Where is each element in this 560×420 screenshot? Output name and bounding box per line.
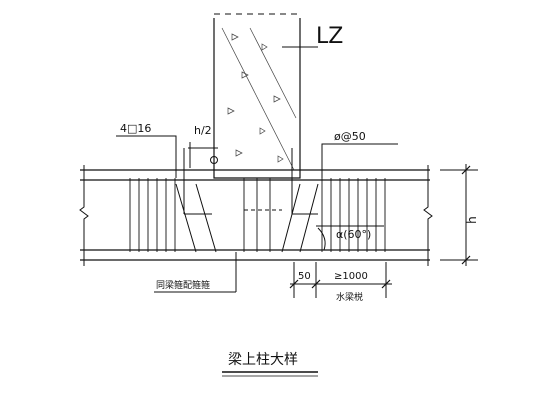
bottom-dimensions: 50 ≥1000 水梁棁 xyxy=(289,262,392,303)
angle-label: α(60°) xyxy=(336,228,371,241)
half-h-label: h/2 xyxy=(194,124,212,137)
left-break-line xyxy=(79,165,89,266)
column-concrete-hatch xyxy=(221,27,297,171)
drawing-title-block: 梁上柱大样 xyxy=(222,352,318,377)
beam-stirrups xyxy=(129,178,386,252)
dim-1000-label: ≥1000 xyxy=(334,271,368,282)
beam-height-dimension: h xyxy=(440,164,479,266)
top-rebar-label: 4□16 xyxy=(120,122,151,135)
beam-note-callout: 同梁箍配箍箍 xyxy=(154,252,237,293)
half-height-dimension: h/2 xyxy=(188,124,218,168)
dim-50-label: 50 xyxy=(298,271,311,282)
right-break-line xyxy=(423,165,433,266)
beam-height-label: h xyxy=(465,216,479,224)
column-label: LZ xyxy=(316,24,343,49)
drawing-title: 梁上柱大样 xyxy=(228,352,298,368)
stirrup-callout: ø@50 xyxy=(321,130,398,178)
beam xyxy=(79,165,433,266)
column-bars-in-beam xyxy=(183,148,318,215)
angle-callout: α(60°) xyxy=(317,227,371,251)
column: LZ xyxy=(213,13,343,179)
stirrup-label: ø@50 xyxy=(334,130,366,143)
top-rebar-callout: 4□16 xyxy=(116,122,177,178)
beam-note: 同梁箍配箍箍 xyxy=(156,279,210,291)
beam-sub-note: 水梁棁 xyxy=(336,291,363,303)
diagonal-bars xyxy=(175,183,384,253)
